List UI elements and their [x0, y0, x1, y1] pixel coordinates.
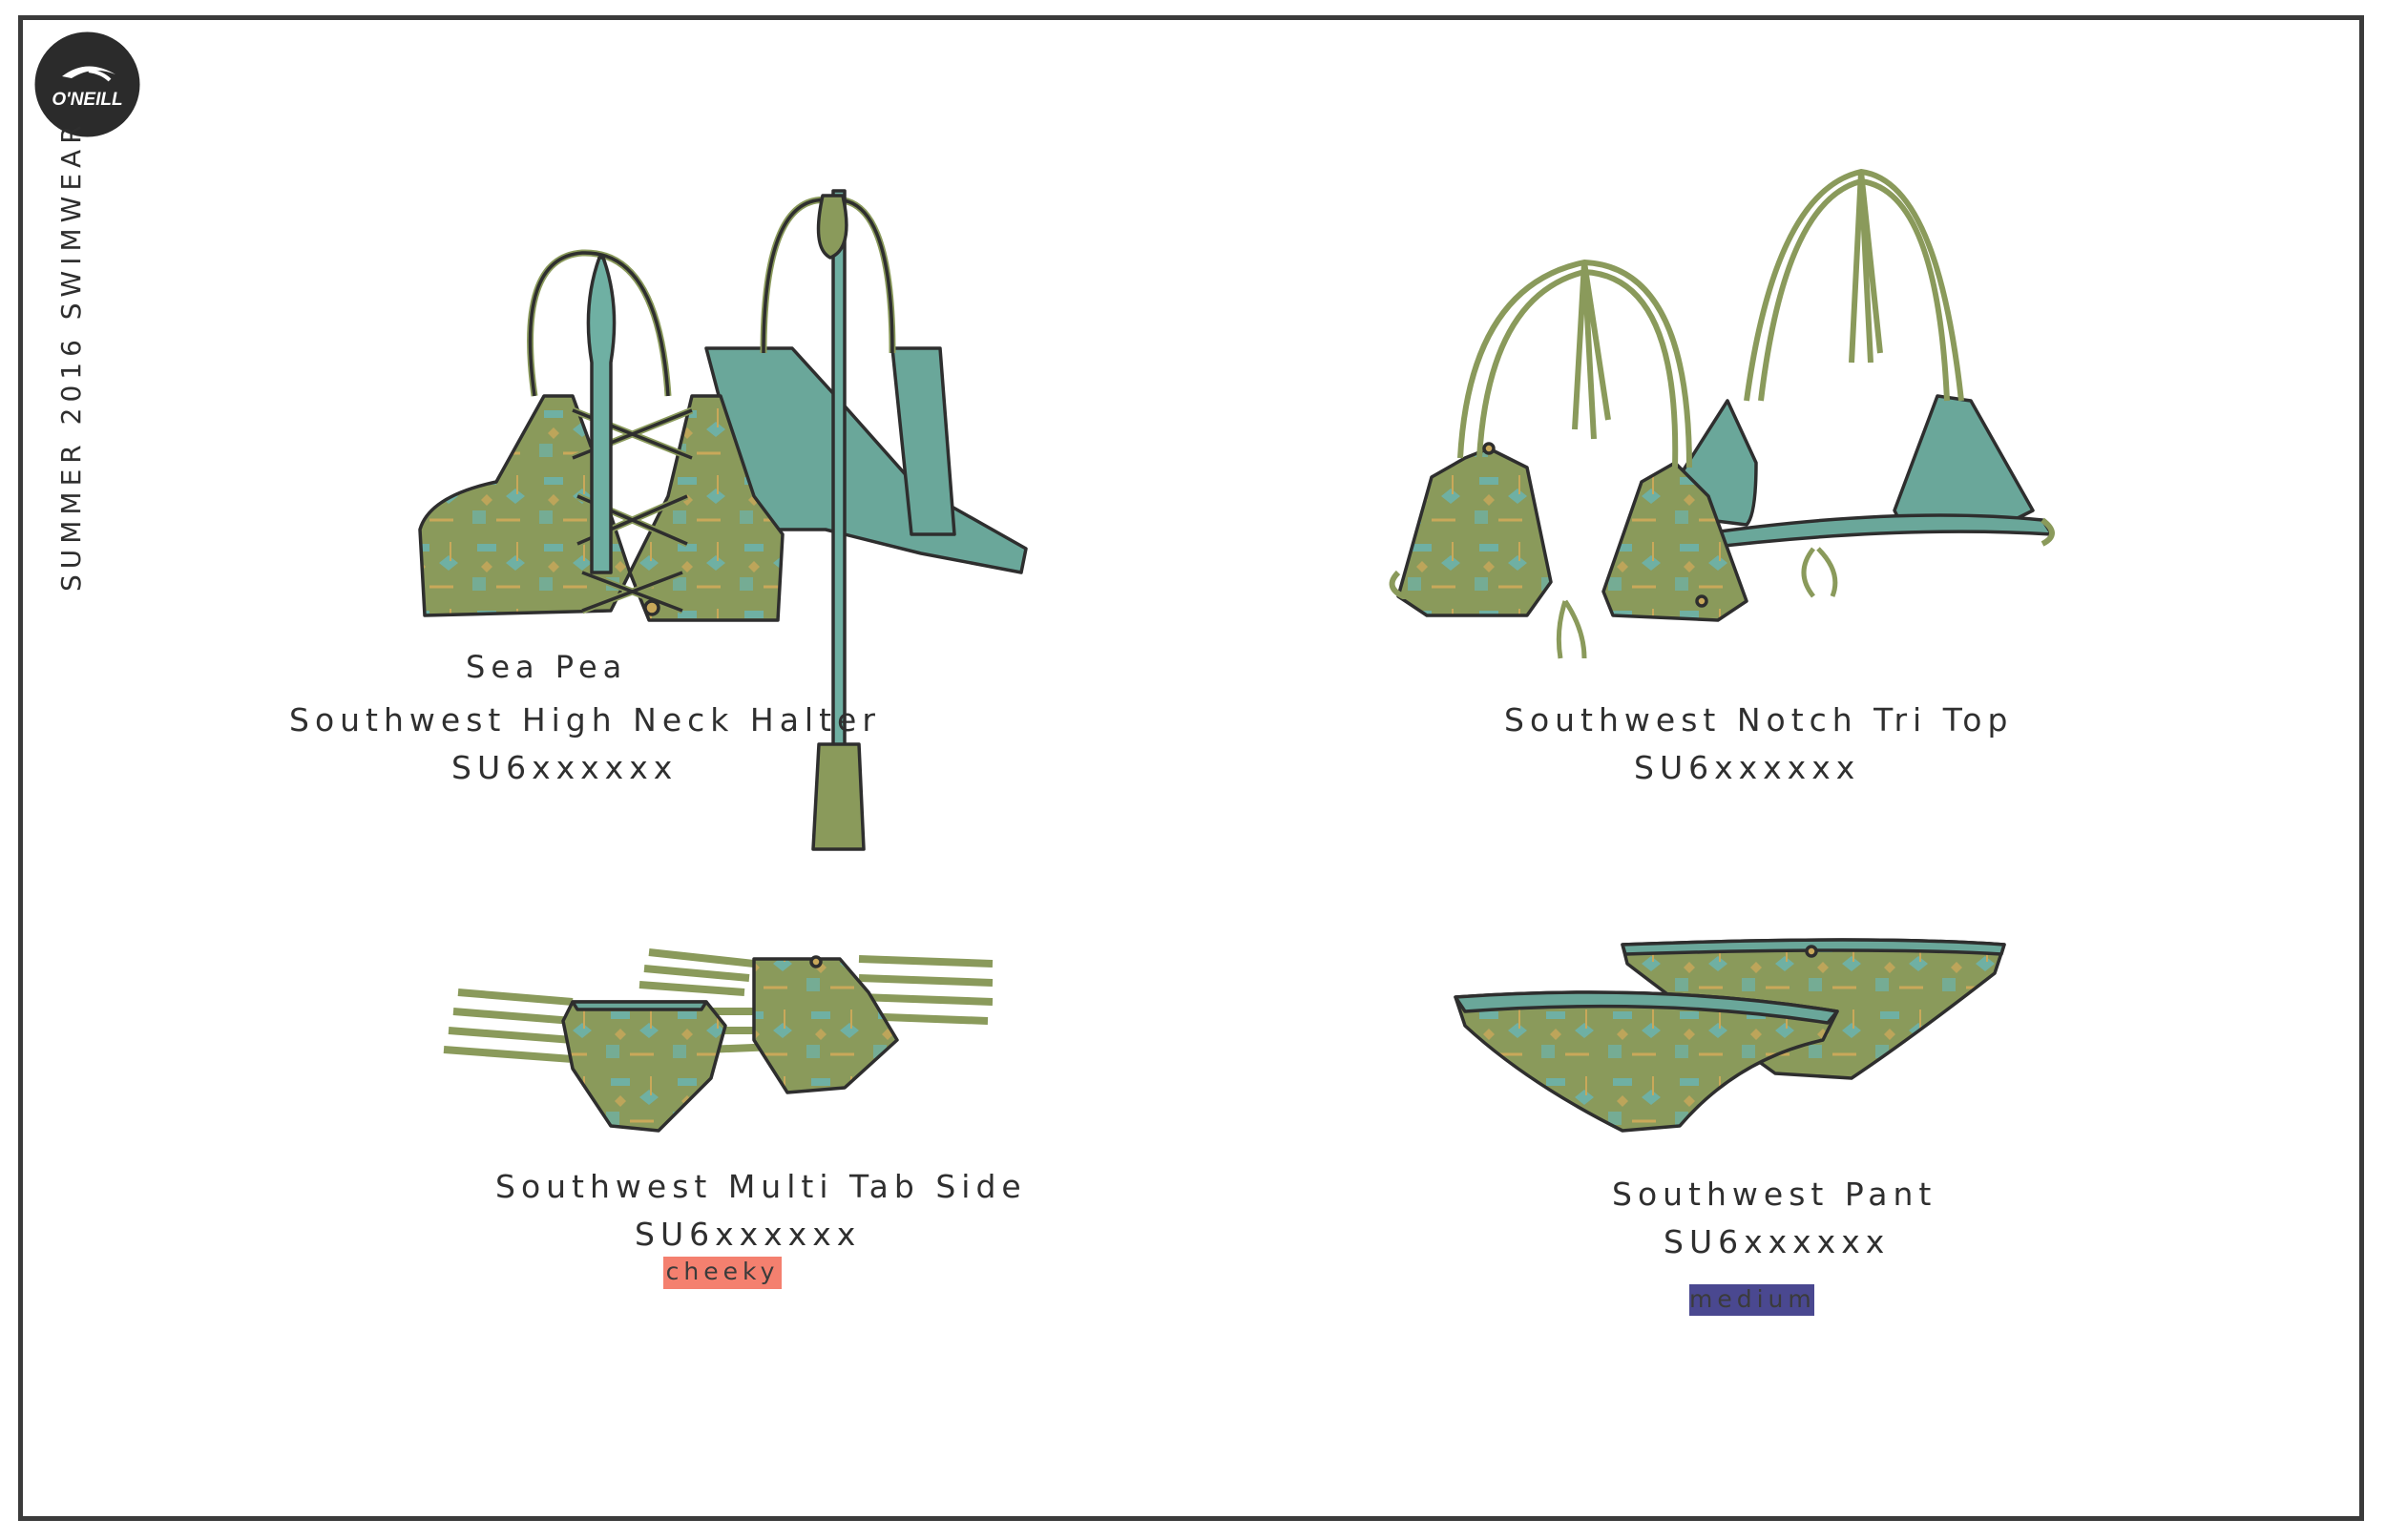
product-1-name: Southwest High Neck Halter [289, 701, 881, 739]
product-3-fit-tag: cheeky [663, 1257, 782, 1289]
product-2-sku: SU6xxxxxx [1634, 749, 1861, 786]
tri-top-sketch [1389, 169, 2055, 659]
brand-logo-text: O'NEILL [52, 90, 122, 110]
product-4-fit-tag: medium [1689, 1284, 1814, 1316]
product-1-colorway: Sea Pea [466, 649, 628, 685]
high-neck-halter-sketch [418, 189, 1028, 851]
product-3-name: Southwest Multi Tab Side [495, 1168, 1027, 1205]
product-2-name: Southwest Notch Tri Top [1504, 701, 2014, 739]
page-frame [18, 15, 2364, 1521]
product-4-name: Southwest Pant [1612, 1176, 1937, 1213]
pant-bottom-sketch [1454, 938, 2006, 1133]
multi-tab-bottom-sketch [443, 948, 994, 1133]
product-1-sku: SU6xxxxxx [451, 749, 679, 786]
brand-logo: O'NEILL [34, 31, 140, 137]
product-3-sku: SU6xxxxxx [635, 1216, 862, 1253]
product-4-sku: SU6xxxxxx [1664, 1223, 1891, 1260]
